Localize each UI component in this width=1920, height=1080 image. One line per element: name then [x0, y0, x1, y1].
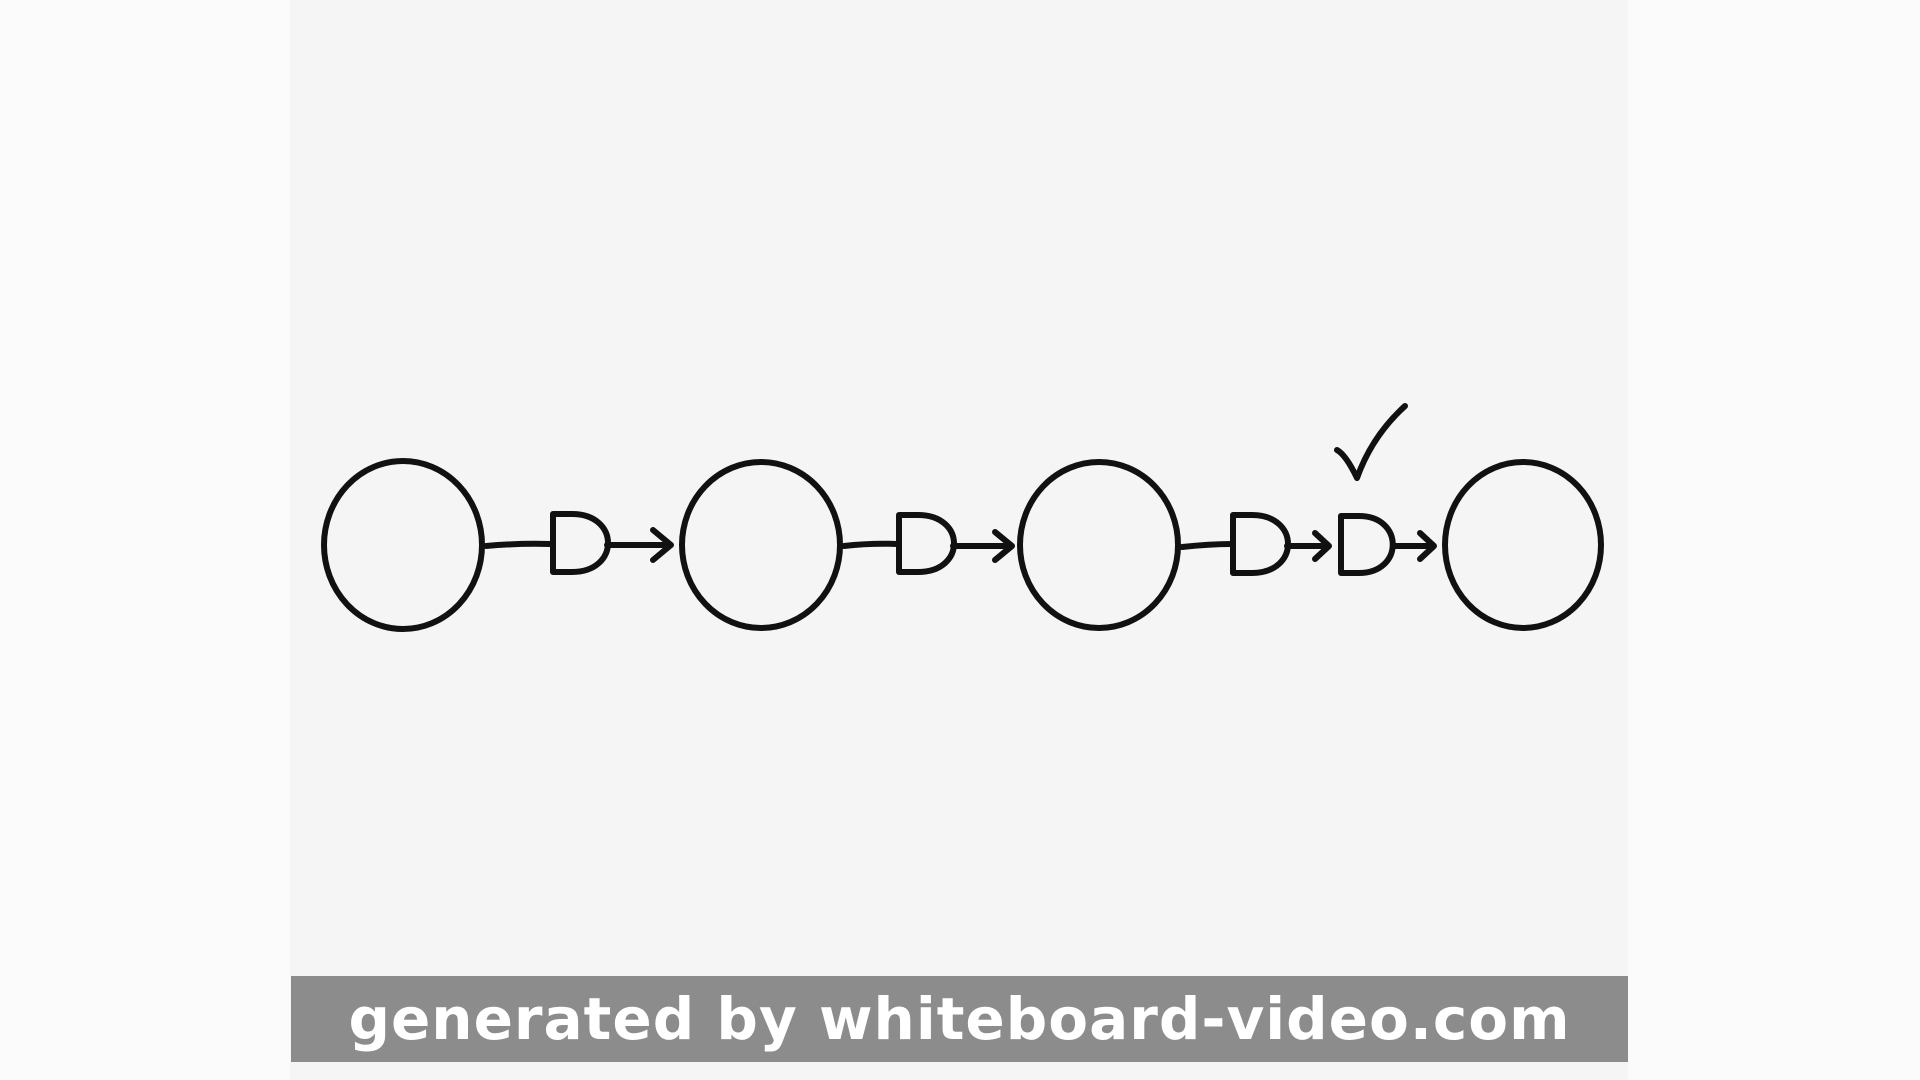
- watermark-banner: generated by whiteboard-video.com: [291, 976, 1628, 1062]
- arrow-right-icon: [950, 529, 1015, 563]
- whiteboard-panel: [290, 0, 1628, 1080]
- node-circle-4: [1442, 459, 1604, 631]
- connector-line-3: [1179, 541, 1235, 550]
- checkmark-icon: [1334, 403, 1408, 481]
- arrow-right-icon: [604, 527, 674, 563]
- and-gate-icon: [1338, 513, 1396, 576]
- watermark-text: generated by whiteboard-video.com: [348, 985, 1571, 1053]
- and-gate-icon: [896, 512, 957, 575]
- arrow-right-icon: [1284, 530, 1332, 562]
- node-circle-3: [1017, 459, 1181, 631]
- and-gate-icon: [1230, 512, 1291, 576]
- and-gate-icon: [550, 511, 611, 575]
- arrow-right-icon: [1390, 530, 1437, 562]
- node-circle-1: [321, 458, 485, 632]
- node-circle-2: [679, 459, 843, 631]
- connector-line-1: [483, 540, 553, 549]
- connector-line-2: [841, 540, 900, 549]
